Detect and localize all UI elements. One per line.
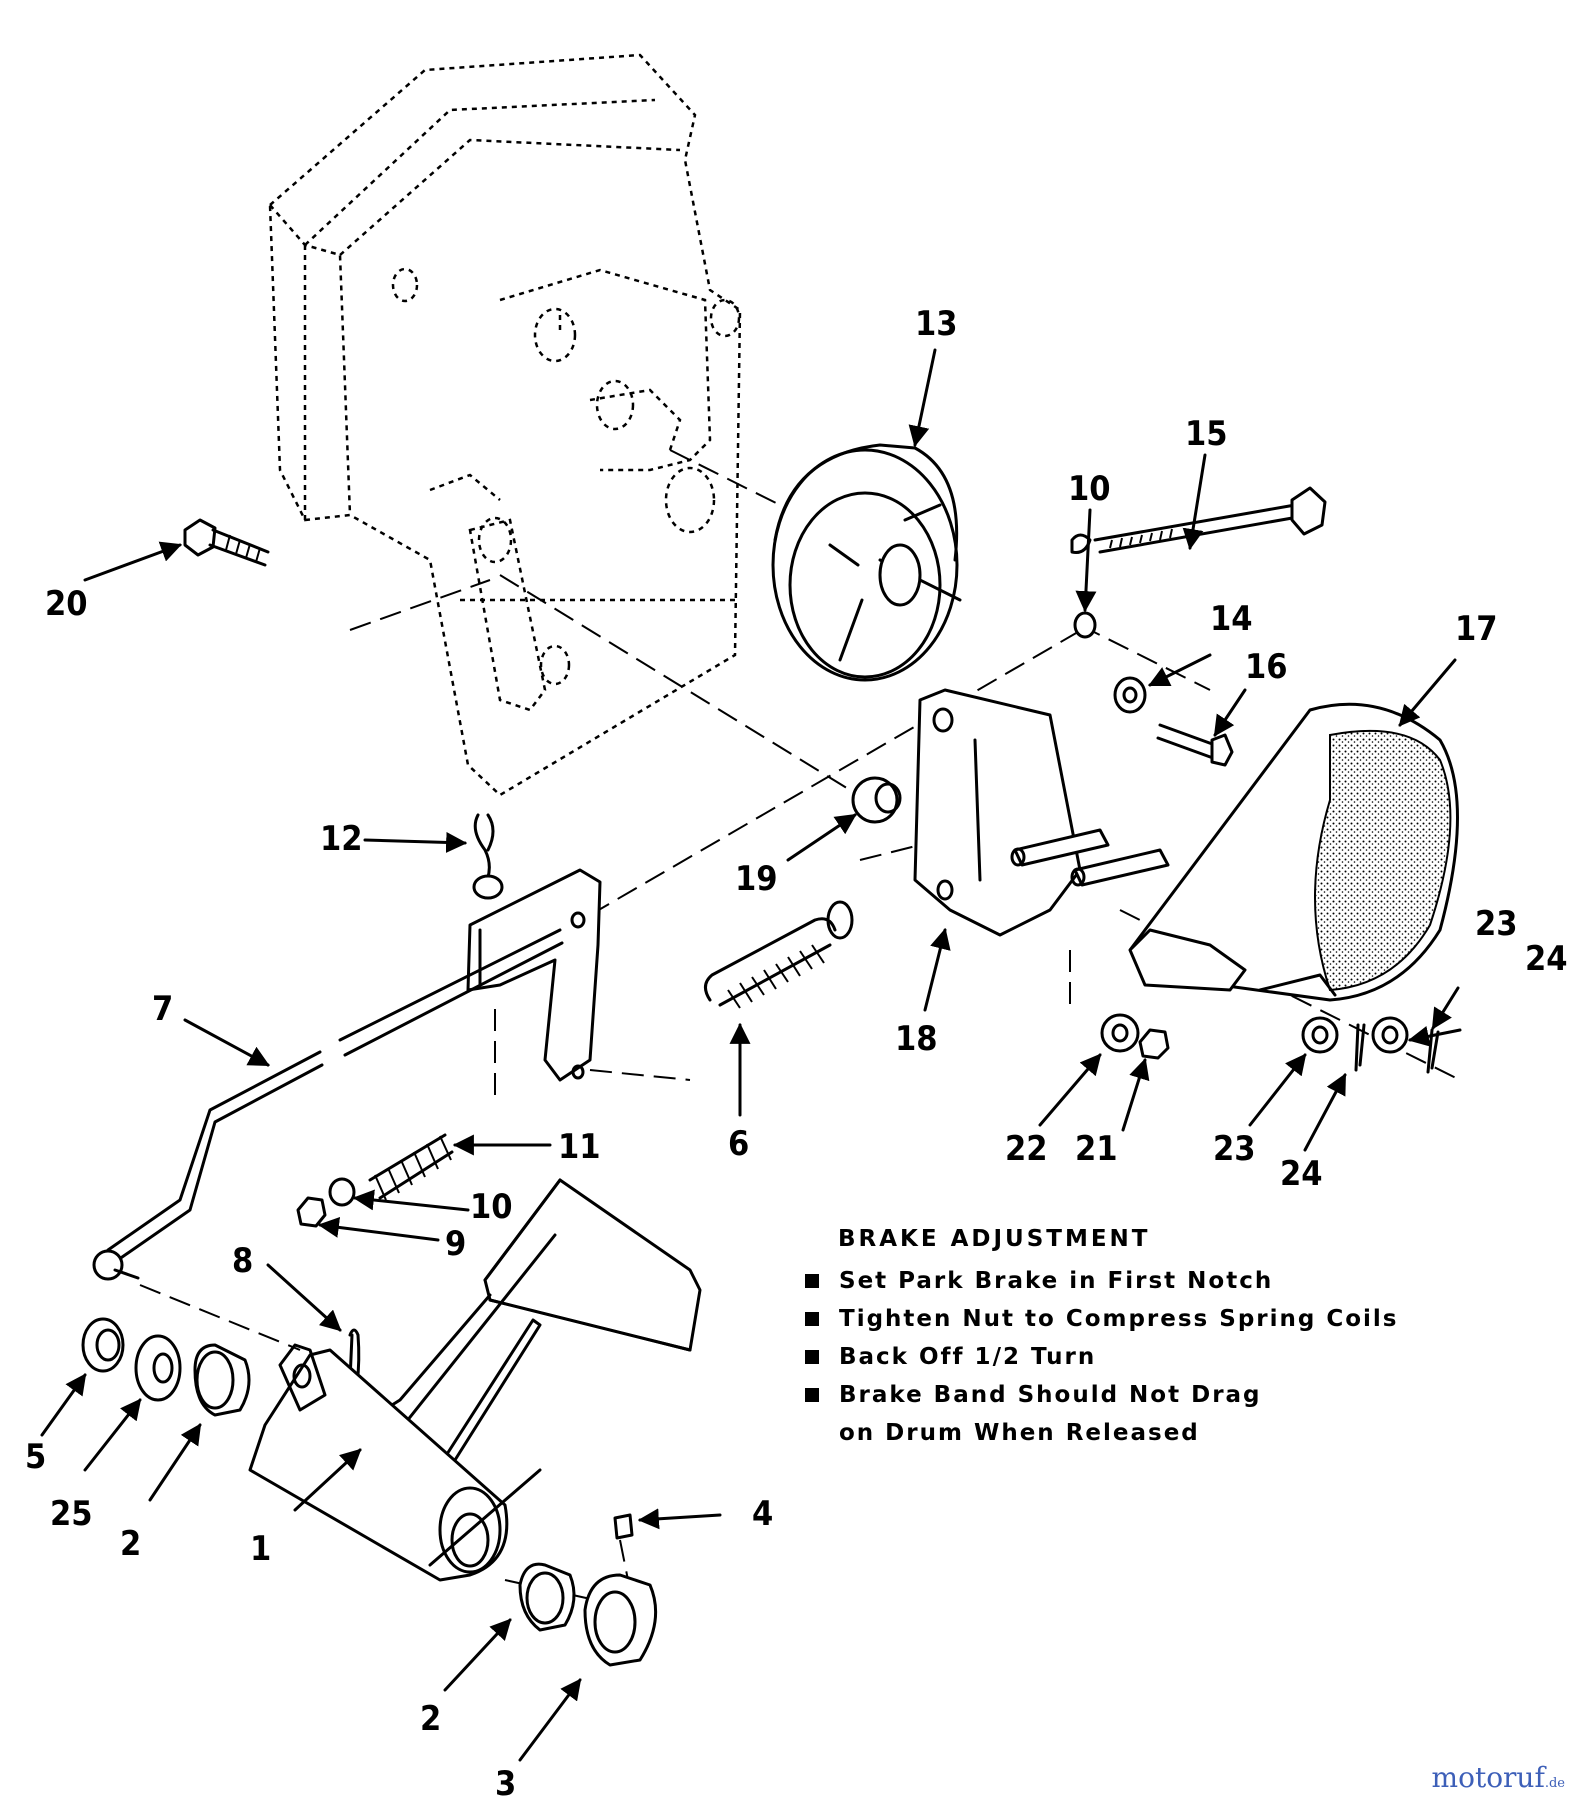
label-4: 4: [752, 1494, 773, 1534]
pedal-arm: [248, 1343, 542, 1582]
label-7: 7: [152, 989, 173, 1029]
nut: [296, 1196, 327, 1228]
washer: [1073, 611, 1097, 639]
notes-title: BRAKE ADJUSTMENT: [838, 1226, 1151, 1252]
label-16: 16: [1245, 647, 1288, 687]
label-2b: 2: [420, 1699, 441, 1739]
label-8: 8: [232, 1241, 253, 1281]
bullet-icon: [805, 1350, 819, 1364]
bushing-5: [81, 1317, 125, 1373]
brake-bracket: [913, 688, 1170, 937]
note-continuation: on Drum When Released: [839, 1420, 1200, 1446]
extension-spring: [704, 900, 854, 1009]
washer-25: [134, 1334, 182, 1402]
transmission-housing: [268, 53, 742, 797]
label-12: 12: [320, 819, 363, 859]
pin-end: [472, 874, 504, 900]
bullet-icon: [805, 1312, 819, 1326]
washer-23-lower: [1301, 1016, 1339, 1054]
label-2a: 2: [120, 1524, 141, 1564]
label-6: 6: [728, 1124, 749, 1164]
washer-22: [1100, 1013, 1140, 1053]
label-10a: 10: [1068, 469, 1111, 509]
set-screw: [613, 1513, 634, 1540]
brake-band: [1128, 702, 1459, 1002]
leader-lines: [40, 348, 1462, 1762]
label-9: 9: [445, 1224, 466, 1264]
label-24a: 24: [1280, 1154, 1323, 1194]
label-20: 20: [45, 584, 88, 624]
lever-bracket: [466, 868, 602, 1082]
cotter-pin-lower: [1354, 1023, 1366, 1072]
bullet-icon: [805, 1388, 819, 1402]
bullet-icon: [805, 1274, 819, 1288]
label-15: 15: [1185, 414, 1228, 454]
watermark-logo: motoruf.de: [1431, 1761, 1565, 1794]
note-item: Back Off 1/2 Turn: [803, 1338, 1503, 1376]
part-labels: 1 2 2 3 4 5 25 6 7 8 9 10 11 12 13 10 15…: [25, 304, 1568, 1800]
label-5: 5: [25, 1437, 46, 1477]
label-11: 11: [558, 1127, 601, 1167]
brake-adjustment-notes: BRAKE ADJUSTMENT Set Park Brake in First…: [803, 1226, 1503, 1452]
nut-21: [1138, 1028, 1170, 1060]
note-item: Brake Band Should Not Drag: [803, 1376, 1503, 1414]
brake-drum: [771, 443, 962, 682]
brake-rod: [92, 928, 564, 1281]
label-10b: 10: [470, 1187, 513, 1227]
note-item: Tighten Nut to Compress Spring Coils: [803, 1300, 1503, 1338]
lower-washer: [328, 1177, 356, 1207]
washer-23-upper: [1371, 1016, 1409, 1054]
label-25: 25: [50, 1494, 93, 1534]
label-17: 17: [1455, 609, 1498, 649]
label-23b: 23: [1475, 904, 1518, 944]
label-19: 19: [735, 859, 778, 899]
compression-spring: [368, 1133, 454, 1201]
note-item: Set Park Brake in First Notch: [803, 1262, 1503, 1300]
label-22: 22: [1005, 1129, 1048, 1169]
label-21: 21: [1075, 1129, 1118, 1169]
bolt: [183, 518, 270, 567]
label-14: 14: [1210, 599, 1253, 639]
label-18: 18: [895, 1019, 938, 1059]
spacer: [851, 776, 902, 824]
label-13: 13: [915, 304, 958, 344]
label-1: 1: [250, 1529, 271, 1569]
label-3: 3: [495, 1764, 516, 1800]
label-24b: 24: [1525, 939, 1568, 979]
washer-and-bolt: [1113, 676, 1234, 767]
label-23a: 23: [1213, 1129, 1256, 1169]
